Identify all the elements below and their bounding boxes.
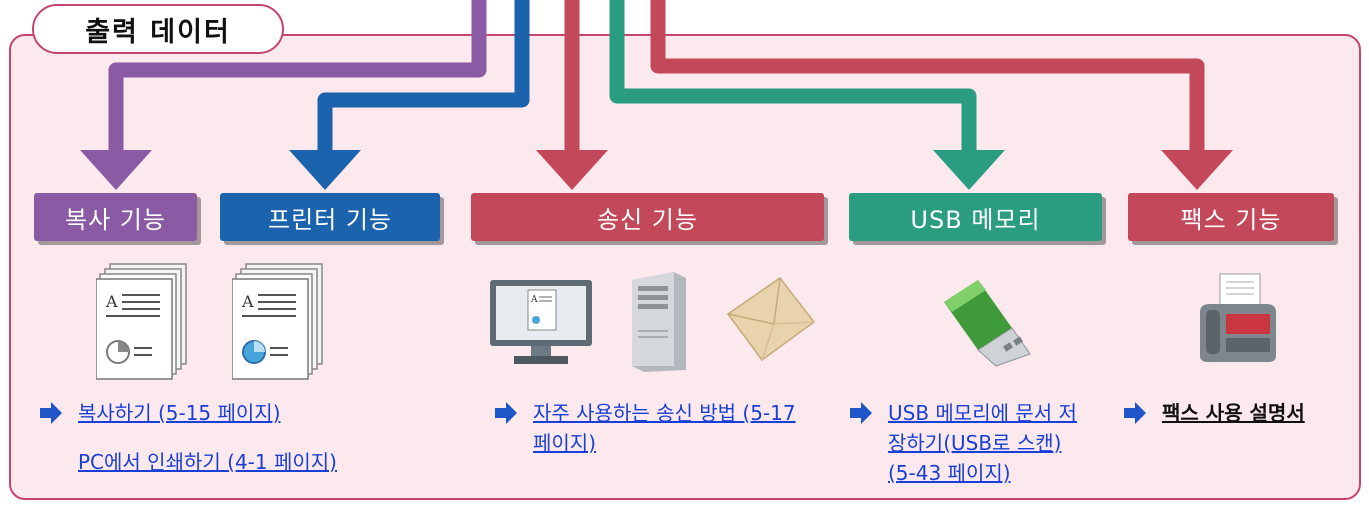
svg-text:A: A <box>105 292 118 311</box>
category-usb: USB 메모리 <box>849 193 1102 241</box>
envelope-icon <box>726 276 816 362</box>
printer-flow-line <box>317 0 530 152</box>
category-send: 송신 기능 <box>471 193 824 241</box>
fax-machine-icon <box>1200 273 1276 362</box>
copy-link[interactable]: 복사하기 (5-15 페이지) <box>78 401 281 425</box>
copy-flow-line <box>108 0 487 152</box>
send-link-row: 자주 사용하는 송신 방법 (5-17 페이지) <box>493 398 796 458</box>
copy-link-row: 복사하기 (5-15 페이지) <box>38 398 281 428</box>
document-stack-icon: A <box>96 263 187 380</box>
printer-flow-arrowhead <box>289 150 361 190</box>
copy-flow-arrowhead <box>80 150 152 190</box>
fax-flow-arrowhead <box>1161 150 1233 190</box>
usb-link-cont[interactable]: 장하기(USB로 스캔) <box>888 431 1062 455</box>
document-stack-icon: A <box>232 263 323 380</box>
arrow-right-icon <box>1124 402 1146 424</box>
arrow-right-icon <box>495 402 517 424</box>
fax-manual-link[interactable]: 팩스 사용 설명서 <box>1162 401 1305 425</box>
send-flow-arrowhead <box>536 150 608 190</box>
usb-link-row: USB 메모리에 문서 저 장하기(USB로 스캔) (5-43 페이지) <box>848 398 1077 488</box>
usb-flow-arrowhead <box>933 150 1005 190</box>
arrow-right-icon <box>850 402 872 424</box>
send-link-cont[interactable]: 페이지) <box>533 431 597 455</box>
svg-text:A: A <box>530 295 538 305</box>
fax-flow-line <box>650 0 1205 152</box>
send-link[interactable]: 자주 사용하는 송신 방법 (5-17 <box>533 401 796 425</box>
category-fax: 팩스 기능 <box>1128 193 1334 241</box>
printer-link-row: PC에서 인쇄하기 (4-1 페이지) <box>78 447 337 477</box>
printer-link[interactable]: PC에서 인쇄하기 (4-1 페이지) <box>78 450 337 474</box>
svg-text:A: A <box>241 292 254 311</box>
usb-link[interactable]: USB 메모리에 문서 저 <box>888 401 1077 425</box>
category-printer: 프린터 기능 <box>220 193 440 241</box>
section-title: 출력 데이터 <box>32 4 284 54</box>
monitor-icon: A <box>490 280 592 364</box>
usb-drive-icon <box>944 280 1031 367</box>
category-copy: 복사 기능 <box>34 193 197 241</box>
usb-flow-line <box>609 0 977 152</box>
arrow-right-icon <box>40 402 62 424</box>
fax-link-row: 팩스 사용 설명서 <box>1122 398 1305 428</box>
server-icon <box>632 272 686 372</box>
usb-link-page[interactable]: (5-43 페이지) <box>888 461 1011 485</box>
